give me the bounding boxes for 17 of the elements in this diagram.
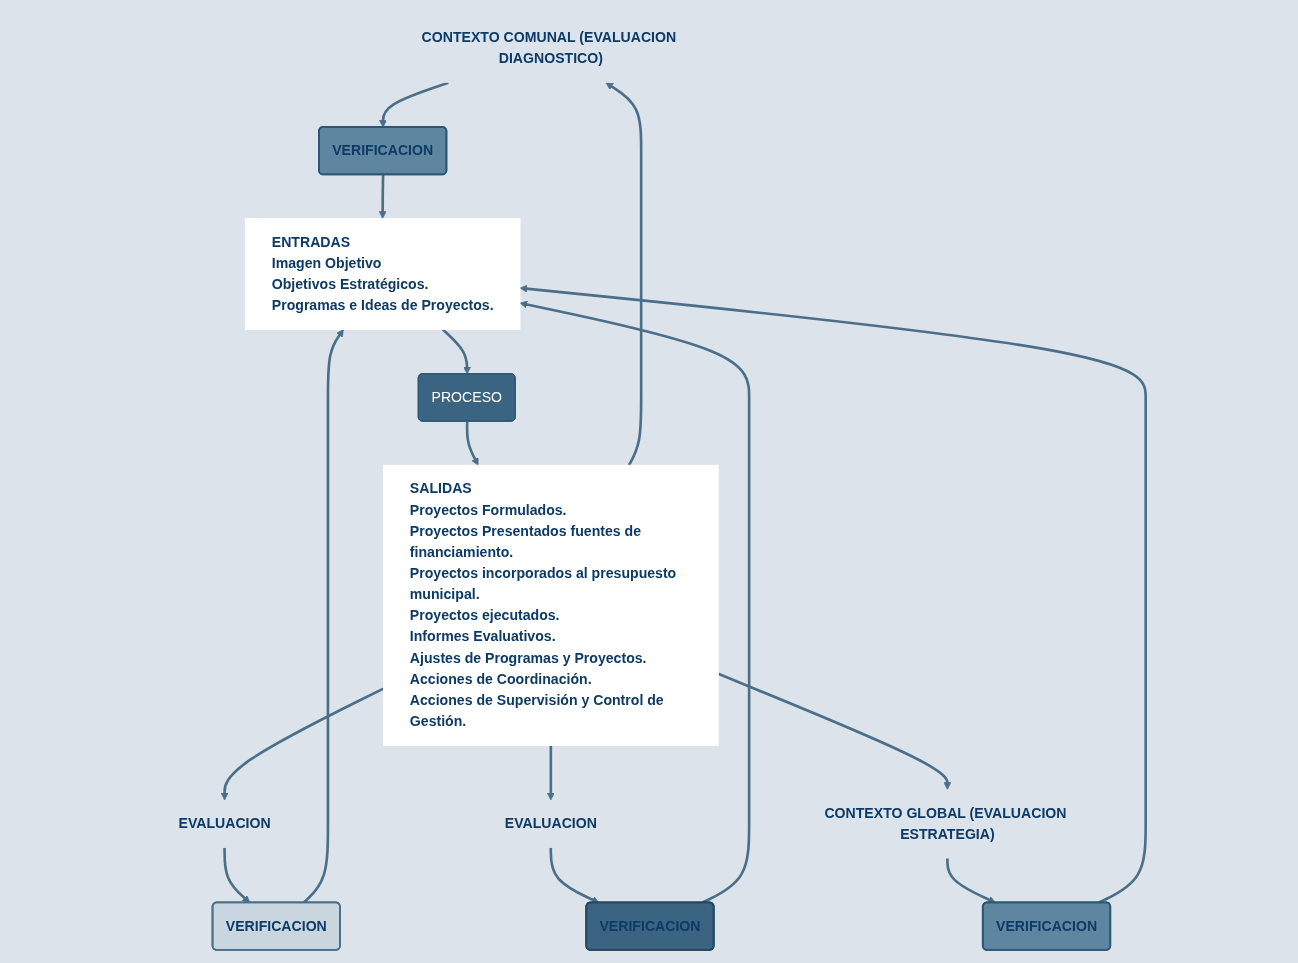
arrow	[465, 421, 479, 466]
node-text: CONTEXTO COMUNAL (EVALUACION DIAGNOSTICO)	[421, 29, 677, 66]
arrow	[549, 847, 600, 903]
arrow	[547, 745, 555, 800]
node-text: EVALUACION	[504, 815, 598, 831]
arrow	[717, 672, 952, 790]
arrow	[220, 686, 385, 800]
arrow	[378, 174, 387, 219]
node-box: SALIDAS Proyectos Formulados. Proyectos Presentados fuentes de financiamiento. Proyectos incorporados al presupuesto municipal. Proyectos ejecutados. Informes Evaluativos. Ajustes de Programas y Proyectos. Acciones de Coordinación. Acciones de Supervisión y Control de Gestión.	[383, 464, 719, 746]
arrow	[442, 328, 472, 374]
arrow	[605, 81, 643, 466]
arrow	[379, 81, 449, 128]
node-text: EVALUACION	[178, 815, 271, 831]
node-box: ENTRADAS Imagen Objetivo Objetivos Estratégicos. Programas e Ideas de Proyectos.	[245, 217, 521, 330]
node-text: CONTEXTO GLOBAL (EVALUACION ESTRATEGIA)	[824, 804, 1067, 842]
arrow	[223, 847, 251, 903]
arrow	[946, 857, 996, 903]
